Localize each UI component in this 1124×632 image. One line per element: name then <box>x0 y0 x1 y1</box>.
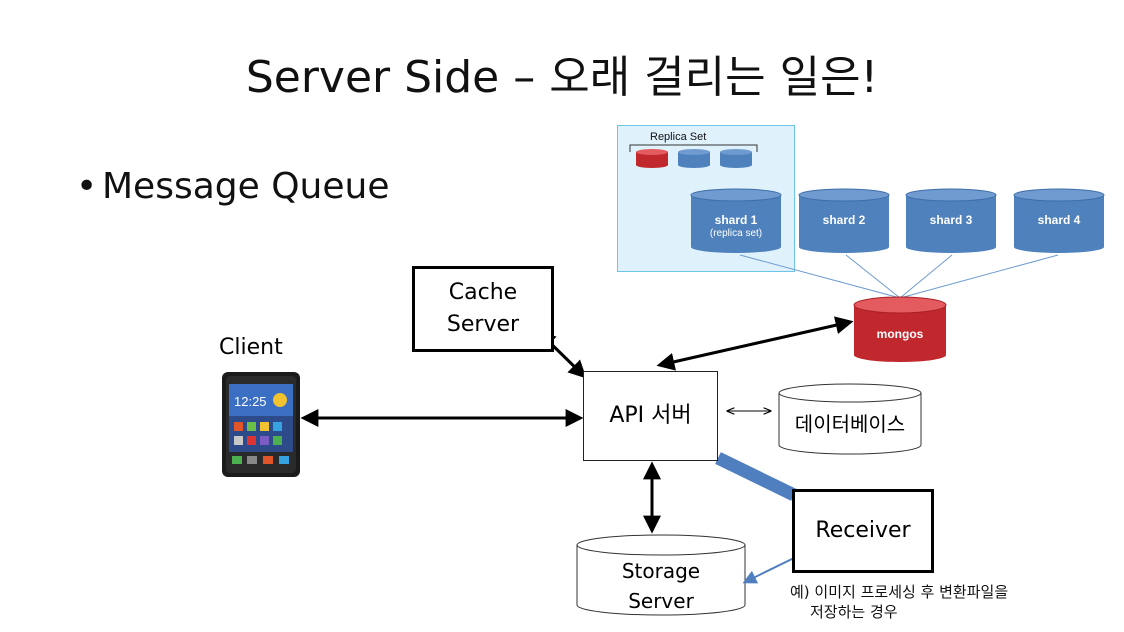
shard-4-label: shard 4 <box>1038 213 1081 227</box>
cache-server-label-line2: Server <box>446 312 520 337</box>
replica-set-bracket <box>629 144 758 152</box>
api-server-label: API 서버 <box>609 403 692 428</box>
client-label: Client <box>219 335 283 360</box>
cache-server-box: Cache Server <box>412 266 554 352</box>
example-note-line2: 저장하는 경우 <box>810 603 898 621</box>
api-mongos-arrow <box>656 316 854 371</box>
database-label: 데이터베이스 <box>794 411 906 436</box>
smartphone-icon: 12:25 <box>222 372 300 477</box>
replica-set-label: Replica Set <box>650 131 707 143</box>
bullet-dot: • <box>76 166 98 207</box>
shard-1-sublabel: (replica set) <box>710 228 762 239</box>
replica-secondary-cylinder <box>678 149 710 168</box>
phone-time: 12:25 <box>234 394 267 409</box>
cache-server-label-line1: Cache <box>448 280 518 305</box>
replica-primary-cylinder <box>636 149 668 168</box>
bullet-text: Message Queue <box>102 166 390 207</box>
mongos-cylinder <box>853 296 947 362</box>
shard-4-cylinder <box>1013 188 1105 253</box>
storage-server-cylinder <box>576 534 746 616</box>
api-server-box: API 서버 <box>583 371 718 461</box>
database-cylinder <box>778 383 922 455</box>
replica-secondary-cylinder <box>720 149 752 168</box>
slide-title: Server Side – 오래 걸리는 일은! <box>245 52 879 103</box>
example-note: 예) 이미지 프로세싱 후 변환파일을 저장하는 경우 <box>790 582 1008 622</box>
shard-1-cylinder <box>690 188 782 253</box>
receiver-box: Receiver <box>792 489 934 573</box>
storage-server-label: Storage Server <box>577 555 745 617</box>
message-queue-bar <box>715 452 797 501</box>
mongos-to-shards-arrows <box>739 254 1059 299</box>
shard-3-label: shard 3 <box>930 213 973 227</box>
shard-2-cylinder <box>798 188 890 253</box>
shard-2-label: shard 2 <box>823 213 866 227</box>
shard-1-label: shard 1 <box>715 213 758 227</box>
bullet-item: •Message Queue <box>76 162 390 212</box>
receiver-storage-arrow <box>742 556 797 584</box>
shard-3-cylinder <box>905 188 997 253</box>
storage-server-label-line2: Server <box>628 589 694 613</box>
mongos-label: mongos <box>877 327 924 341</box>
storage-server-label-line1: Storage <box>621 559 701 583</box>
receiver-label: Receiver <box>815 518 911 543</box>
example-note-line1: 예) 이미지 프로세싱 후 변환파일을 <box>790 583 1009 601</box>
